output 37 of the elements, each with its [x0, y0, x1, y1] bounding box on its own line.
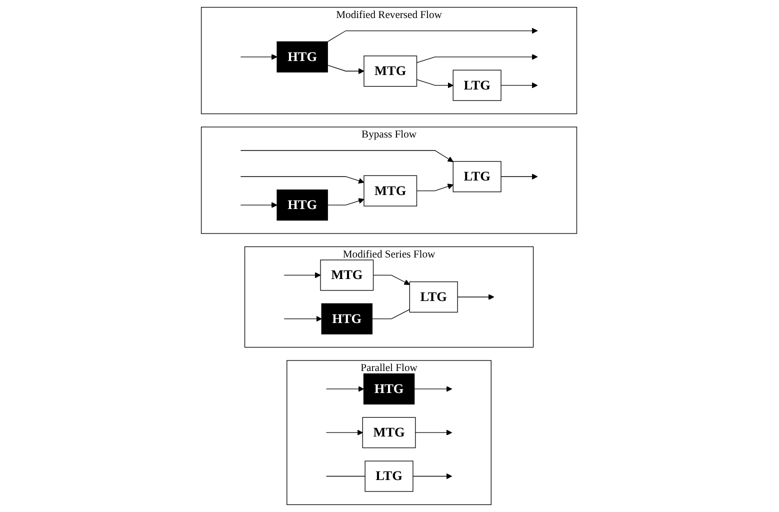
flow-arrow [373, 274, 410, 285]
flow-arrow [416, 184, 454, 192]
flow-arrow [458, 294, 495, 300]
panel-title: Modified Series Flow [343, 248, 436, 260]
flow-arrow [414, 386, 453, 392]
generator-box: MTG [364, 175, 418, 206]
flow-arrow [284, 316, 322, 322]
panel-title: Parallel Flow [361, 362, 418, 374]
generator-box: HTG [364, 373, 416, 404]
flow-arrow [240, 202, 278, 208]
flow-arrow [326, 386, 364, 392]
generator-box: MTG [364, 56, 418, 87]
flow-arrow [284, 272, 322, 278]
flow-arrow [416, 430, 453, 436]
flow-arrow [328, 198, 365, 206]
flow-arrow [328, 64, 365, 74]
flow-arrow [240, 54, 278, 60]
flow-arrow [501, 82, 538, 88]
flow-arrow [413, 473, 453, 480]
panel-title: Bypass Flow [362, 129, 417, 140]
flow-arrow [240, 150, 454, 162]
generator-box: HTG [277, 41, 328, 72]
generator-box: MTG [320, 260, 374, 291]
flow-arrow [501, 174, 538, 180]
generator-box: HTG [322, 303, 373, 334]
flow-arrow [416, 54, 538, 64]
flow-arrow [328, 28, 538, 42]
panel-title: Modified Reversed Flow [336, 9, 442, 21]
generator-box: LTG [453, 70, 502, 101]
flow-arrow [326, 430, 364, 436]
generator-box: MTG [362, 417, 416, 448]
generator-box: LTG [453, 161, 502, 192]
generator-box: LTG [365, 460, 414, 492]
flow-arrow [416, 79, 454, 88]
generator-box: LTG [410, 281, 458, 313]
generator-box: HTG [277, 190, 328, 221]
flow-arrow [240, 176, 365, 184]
